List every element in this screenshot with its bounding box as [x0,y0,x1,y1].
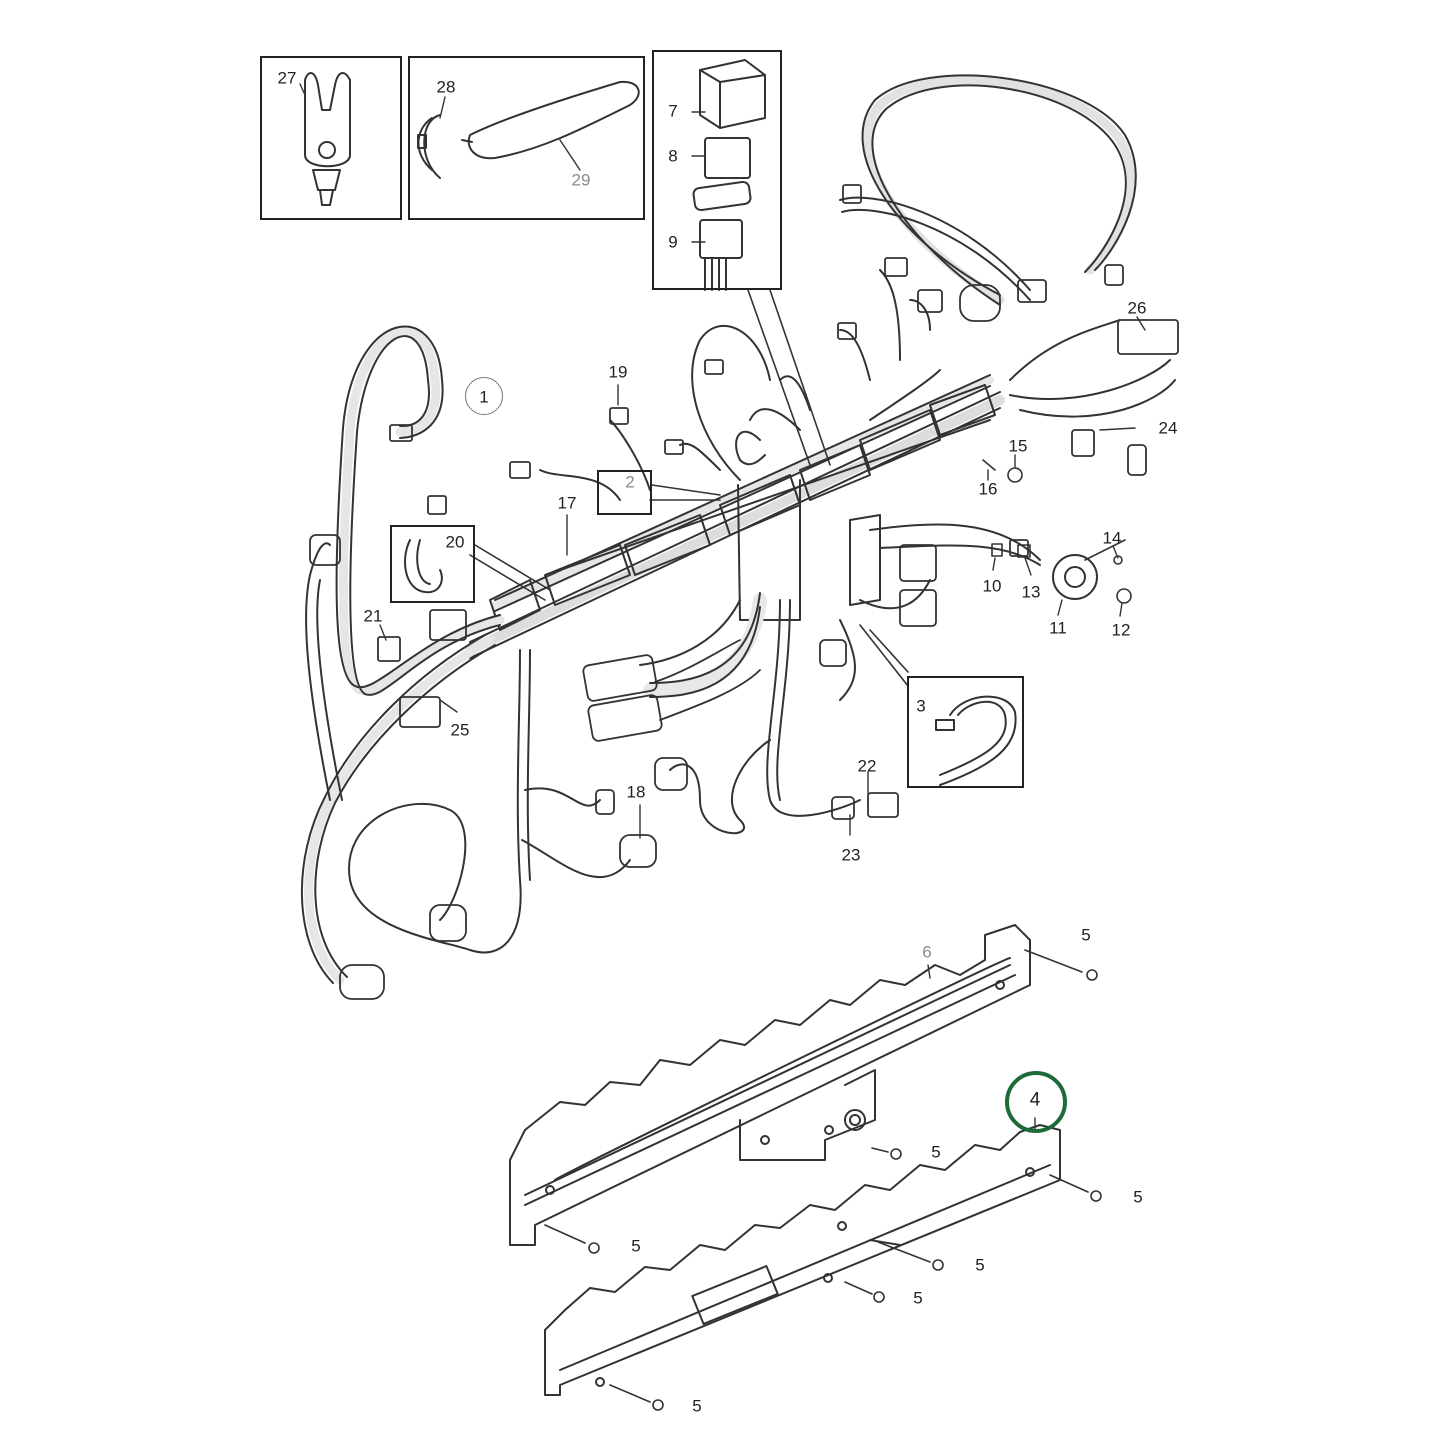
bolts-5 [544,949,1102,1411]
inset-frame-20 [390,525,475,603]
callout-8: 8 [668,146,678,166]
callout-2: 2 [625,472,635,492]
connector-blocks [309,184,1179,1000]
callout-19: 19 [608,362,628,382]
callout-6: 6 [922,942,932,962]
callout-15: 15 [1008,436,1028,456]
callout-26: 26 [1127,298,1147,318]
leader-lines [469,289,1136,687]
callout-5-b: 5 [931,1142,941,1162]
callout-14: 14 [1102,528,1122,548]
callout-9: 9 [668,232,678,252]
harness-branches-lower-left [300,542,631,985]
callout-29: 29 [571,170,591,190]
callout-16: 16 [978,479,998,499]
callout-circle-1 [465,377,503,415]
callout-21: 21 [363,606,383,626]
callout-5-c: 5 [1133,1187,1143,1207]
bracket-4 [544,1124,1061,1396]
harness-connector-housings [489,384,996,631]
callout-13: 13 [1021,582,1041,602]
inset-27-clip [304,72,351,206]
callout-23: 23 [841,845,861,865]
callout-5-a: 5 [1081,925,1091,945]
callout-10: 10 [982,576,1002,596]
callout-22: 22 [857,756,877,776]
callout-7: 7 [668,101,678,121]
callout-1: 1 [479,387,489,407]
bracket-6 [509,924,1031,1246]
harness-loop-top-right [839,74,1176,418]
inset-3-cable-tie [935,695,1017,786]
main-harness-trunk [465,374,1005,659]
inset-frame-7-8-9 [652,50,782,290]
callout-5-e: 5 [975,1255,985,1275]
callout-18: 18 [626,782,646,802]
inset-frame-2 [597,470,652,515]
harness-top-connectors [539,269,941,501]
callout-20: 20 [445,532,465,552]
callout-circle-4-highlight [1005,1071,1067,1133]
callout-17: 17 [557,493,577,513]
callout-5-g: 5 [692,1396,702,1416]
callout-4: 4 [1029,1089,1041,1111]
callout-11: 11 [1049,618,1067,638]
callout-5-f: 5 [913,1288,923,1308]
callout-3: 3 [916,696,926,716]
inset-frame-3 [907,676,1024,788]
harness-branches-lower-middle [639,579,931,835]
inset-28-29-tie-and-sleeve [417,80,640,179]
callout-24: 24 [1158,418,1178,438]
inset-20-tie [404,539,443,594]
callout-25: 25 [450,720,470,740]
harness-loop-left [335,325,505,696]
callout-28: 28 [436,77,456,97]
inset-relay-7-8-9 [692,59,766,291]
callout-27: 27 [277,68,297,88]
inset-frame-27 [260,56,402,220]
callout-5-d: 5 [631,1236,641,1256]
inset-frame-28-29 [408,56,645,220]
small-fasteners [982,459,1132,604]
injector-plugs [582,639,761,742]
callout-12: 12 [1111,620,1131,640]
